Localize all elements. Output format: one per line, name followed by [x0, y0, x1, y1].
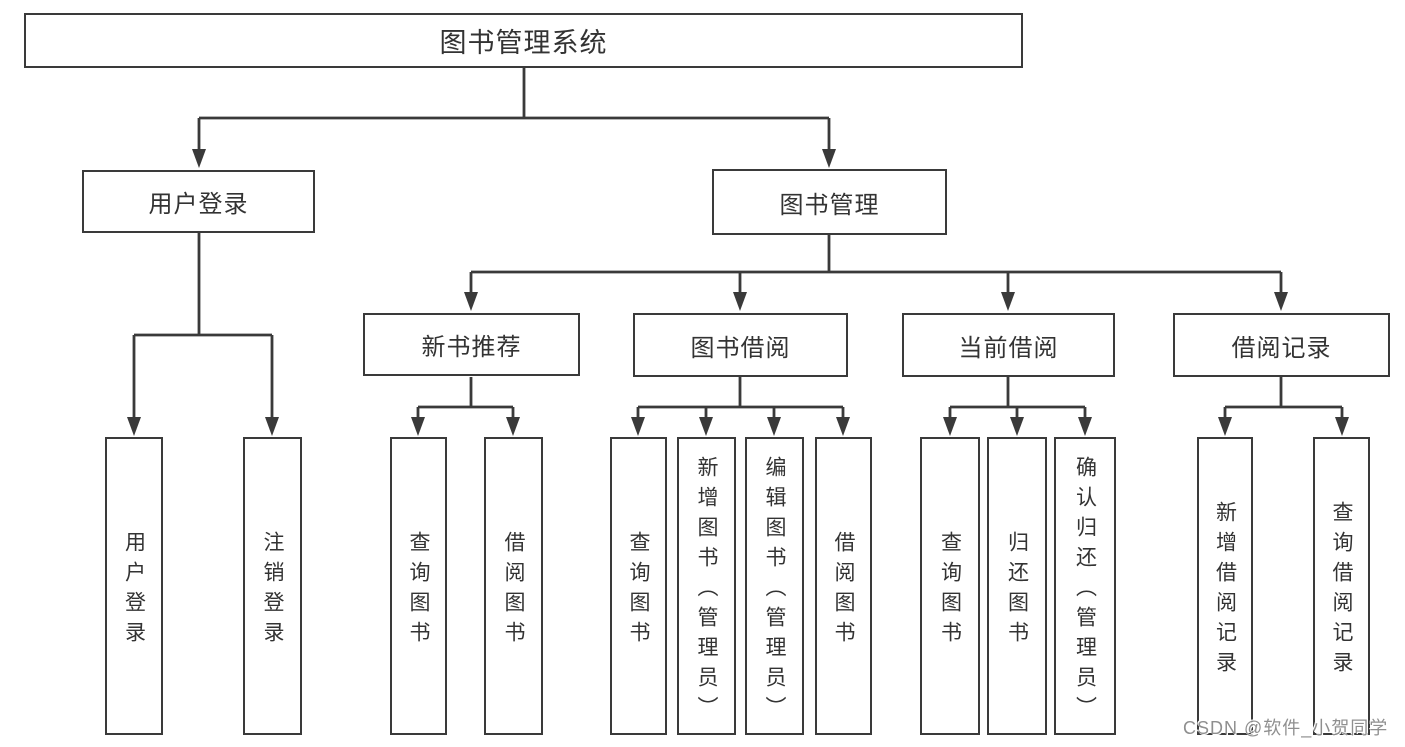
node-book-mgmt: 图书管理 — [712, 169, 947, 235]
leaf-logout: 注销登录 — [243, 437, 302, 735]
node-user-login-label: 用户登录 — [148, 191, 249, 218]
node-root: 图书管理系统 — [24, 13, 1023, 68]
leaf-borrow-add-books: 新增图书（管理员） — [677, 437, 736, 735]
edge-borrow-to-leaves — [631, 377, 850, 436]
node-current-borrow: 当前借阅 — [902, 313, 1115, 377]
leaf-rec-query-books-label: 查询图书 — [407, 530, 430, 651]
leaf-borrow-edit-books-label: 编辑图书（管理员） — [763, 455, 786, 726]
leaf-borrow-borrow-books: 借阅图书 — [815, 437, 872, 735]
node-current-borrow-label: 当前借阅 — [958, 334, 1059, 362]
leaf-records-add: 新增借阅记录 — [1197, 437, 1253, 735]
edge-current-to-leaves — [943, 377, 1092, 436]
leaf-current-query-books-label: 查询图书 — [938, 530, 962, 651]
node-borrow-records: 借阅记录 — [1173, 313, 1390, 377]
node-user-login: 用户登录 — [82, 170, 315, 233]
leaf-current-confirm-return: 确认归还（管理员） — [1054, 437, 1116, 735]
edge-rec-to-leaves — [411, 377, 520, 436]
leaf-borrow-add-books-label: 新增图书（管理员） — [695, 455, 718, 726]
leaf-current-query-books: 查询图书 — [920, 437, 980, 735]
edge-login-to-leaves — [127, 233, 279, 436]
leaf-logout-label: 注销登录 — [261, 530, 284, 651]
node-book-borrow: 图书借阅 — [633, 313, 848, 377]
node-borrow-records-label: 借阅记录 — [1231, 334, 1332, 362]
edge-root-to-level2 — [192, 68, 836, 168]
node-new-book-rec: 新书推荐 — [363, 313, 580, 376]
leaf-user-login-label: 用户登录 — [122, 530, 146, 651]
leaf-borrow-query-books: 查询图书 — [610, 437, 667, 735]
leaf-rec-borrow-books-label: 借阅图书 — [502, 530, 525, 651]
leaf-records-add-label: 新增借阅记录 — [1213, 500, 1237, 681]
leaf-records-query: 查询借阅记录 — [1313, 437, 1370, 735]
leaf-borrow-query-books-label: 查询图书 — [627, 530, 650, 651]
edge-mgmt-to-level3 — [464, 235, 1288, 311]
leaf-borrow-edit-books: 编辑图书（管理员） — [745, 437, 804, 735]
leaf-current-confirm-return-label: 确认归还（管理员） — [1073, 455, 1097, 726]
csdn-watermark: CSDN @软件_小贺同学 — [1183, 718, 1389, 738]
leaf-user-login: 用户登录 — [105, 437, 163, 735]
leaf-rec-query-books: 查询图书 — [390, 437, 447, 735]
edge-records-to-leaves — [1218, 377, 1349, 436]
node-new-book-rec-label: 新书推荐 — [421, 334, 522, 361]
leaf-current-return-books-label: 归还图书 — [1005, 530, 1029, 651]
node-book-borrow-label: 图书借阅 — [690, 334, 791, 362]
leaf-rec-borrow-books: 借阅图书 — [484, 437, 543, 735]
leaf-current-return-books: 归还图书 — [987, 437, 1047, 735]
leaf-borrow-borrow-books-label: 借阅图书 — [832, 530, 855, 651]
node-book-mgmt-label: 图书管理 — [779, 191, 880, 219]
node-root-label: 图书管理系统 — [439, 28, 608, 58]
leaf-records-query-label: 查询借阅记录 — [1330, 500, 1353, 681]
